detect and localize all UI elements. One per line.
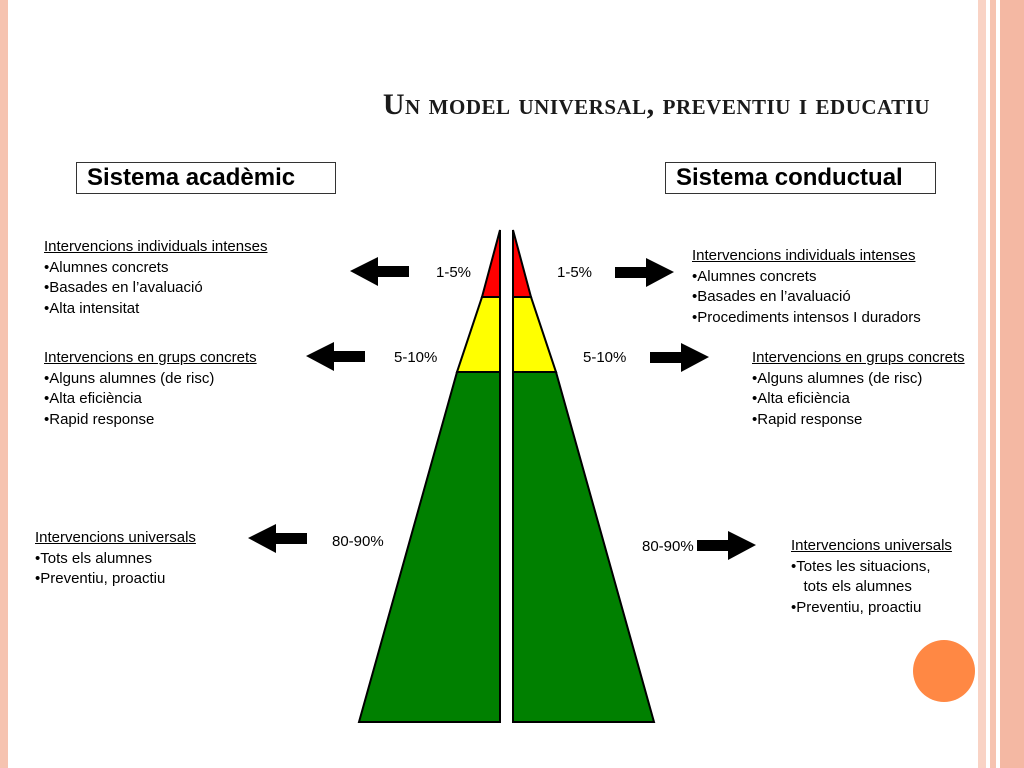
list-item: •Rapid response <box>752 410 863 428</box>
list-item: •Procediments intensos I duradors <box>692 308 921 326</box>
left-tier1-header: Intervencions individuals intenses <box>44 238 268 255</box>
arrow-right-icon <box>697 531 756 560</box>
right-border-strip <box>978 0 986 768</box>
list-item: tots els alumnes <box>791 578 912 595</box>
arrow-right-icon <box>615 258 674 287</box>
left-tier3-header: Intervencions universals <box>35 529 196 546</box>
arrow-left-icon <box>306 342 365 371</box>
list-item: •Alguns alumnes (de risc) <box>752 369 923 387</box>
list-item: •Alumnes concrets <box>692 267 817 285</box>
list-item: •Alta eficiència <box>44 390 142 407</box>
list-item: •Alumnes concrets <box>44 258 169 276</box>
right-tier-top <box>512 229 533 298</box>
right-tier-bottom <box>512 371 656 723</box>
list-item: •Preventiu, proactiu <box>791 598 922 616</box>
left-tier-mid <box>455 296 501 373</box>
pct-left-top: 1-5% <box>436 264 472 281</box>
pct-left-mid: 5-10% <box>394 349 438 366</box>
list-item: •Basades en l’avaluació <box>44 279 203 296</box>
list-item: •Rapid response <box>44 410 155 428</box>
left-tier-top <box>480 229 501 298</box>
right-border-strip <box>1000 0 1024 768</box>
left-system-box: Sistema acadèmic <box>76 162 336 194</box>
list-item: •Preventiu, proactiu <box>35 570 166 587</box>
left-tier-bottom <box>357 371 501 723</box>
list-item: •Alta eficiència <box>752 390 850 407</box>
list-item: •Alguns alumnes (de risc) <box>44 369 215 387</box>
left-tier2-block: Intervencions en grups concrets •Alguns … <box>44 348 257 430</box>
right-tier-mid <box>512 296 558 373</box>
decorative-circle <box>913 640 975 702</box>
left-tier1-block: Intervencions individuals intenses •Alum… <box>44 237 267 319</box>
left-tier3-block: Intervencions universals •Tots els alumn… <box>35 528 196 590</box>
pct-right-top: 1-5% <box>557 264 593 281</box>
right-tier3-block: Intervencions universals •Totes les situ… <box>791 536 952 618</box>
list-item: •Alta intensitat <box>44 299 140 317</box>
slide-title: Un model universal, preventiu i educatiu <box>382 88 930 121</box>
pct-right-mid: 5-10% <box>583 349 627 366</box>
arrow-left-icon <box>248 524 307 553</box>
pct-left-bottom: 80-90% <box>332 533 384 550</box>
list-item: •Tots els alumnes <box>35 549 152 567</box>
right-border-strip <box>990 0 996 768</box>
right-tier1-block: Intervencions individuals intenses •Alum… <box>692 246 921 328</box>
right-system-box: Sistema conductual <box>665 162 936 194</box>
right-tier1-header: Intervencions individuals intenses <box>692 247 916 264</box>
right-tier3-header: Intervencions universals <box>791 537 952 554</box>
right-tier2-block: Intervencions en grups concrets •Alguns … <box>752 348 965 430</box>
arrow-right-icon <box>650 343 709 372</box>
list-item: •Basades en l’avaluació <box>692 288 851 305</box>
pct-right-bottom: 80-90% <box>642 538 694 555</box>
left-tier2-header: Intervencions en grups concrets <box>44 349 257 366</box>
list-item: •Totes les situacions, <box>791 557 931 575</box>
left-border-strip <box>0 0 8 768</box>
right-tier2-header: Intervencions en grups concrets <box>752 349 965 366</box>
arrow-left-icon <box>350 257 409 286</box>
